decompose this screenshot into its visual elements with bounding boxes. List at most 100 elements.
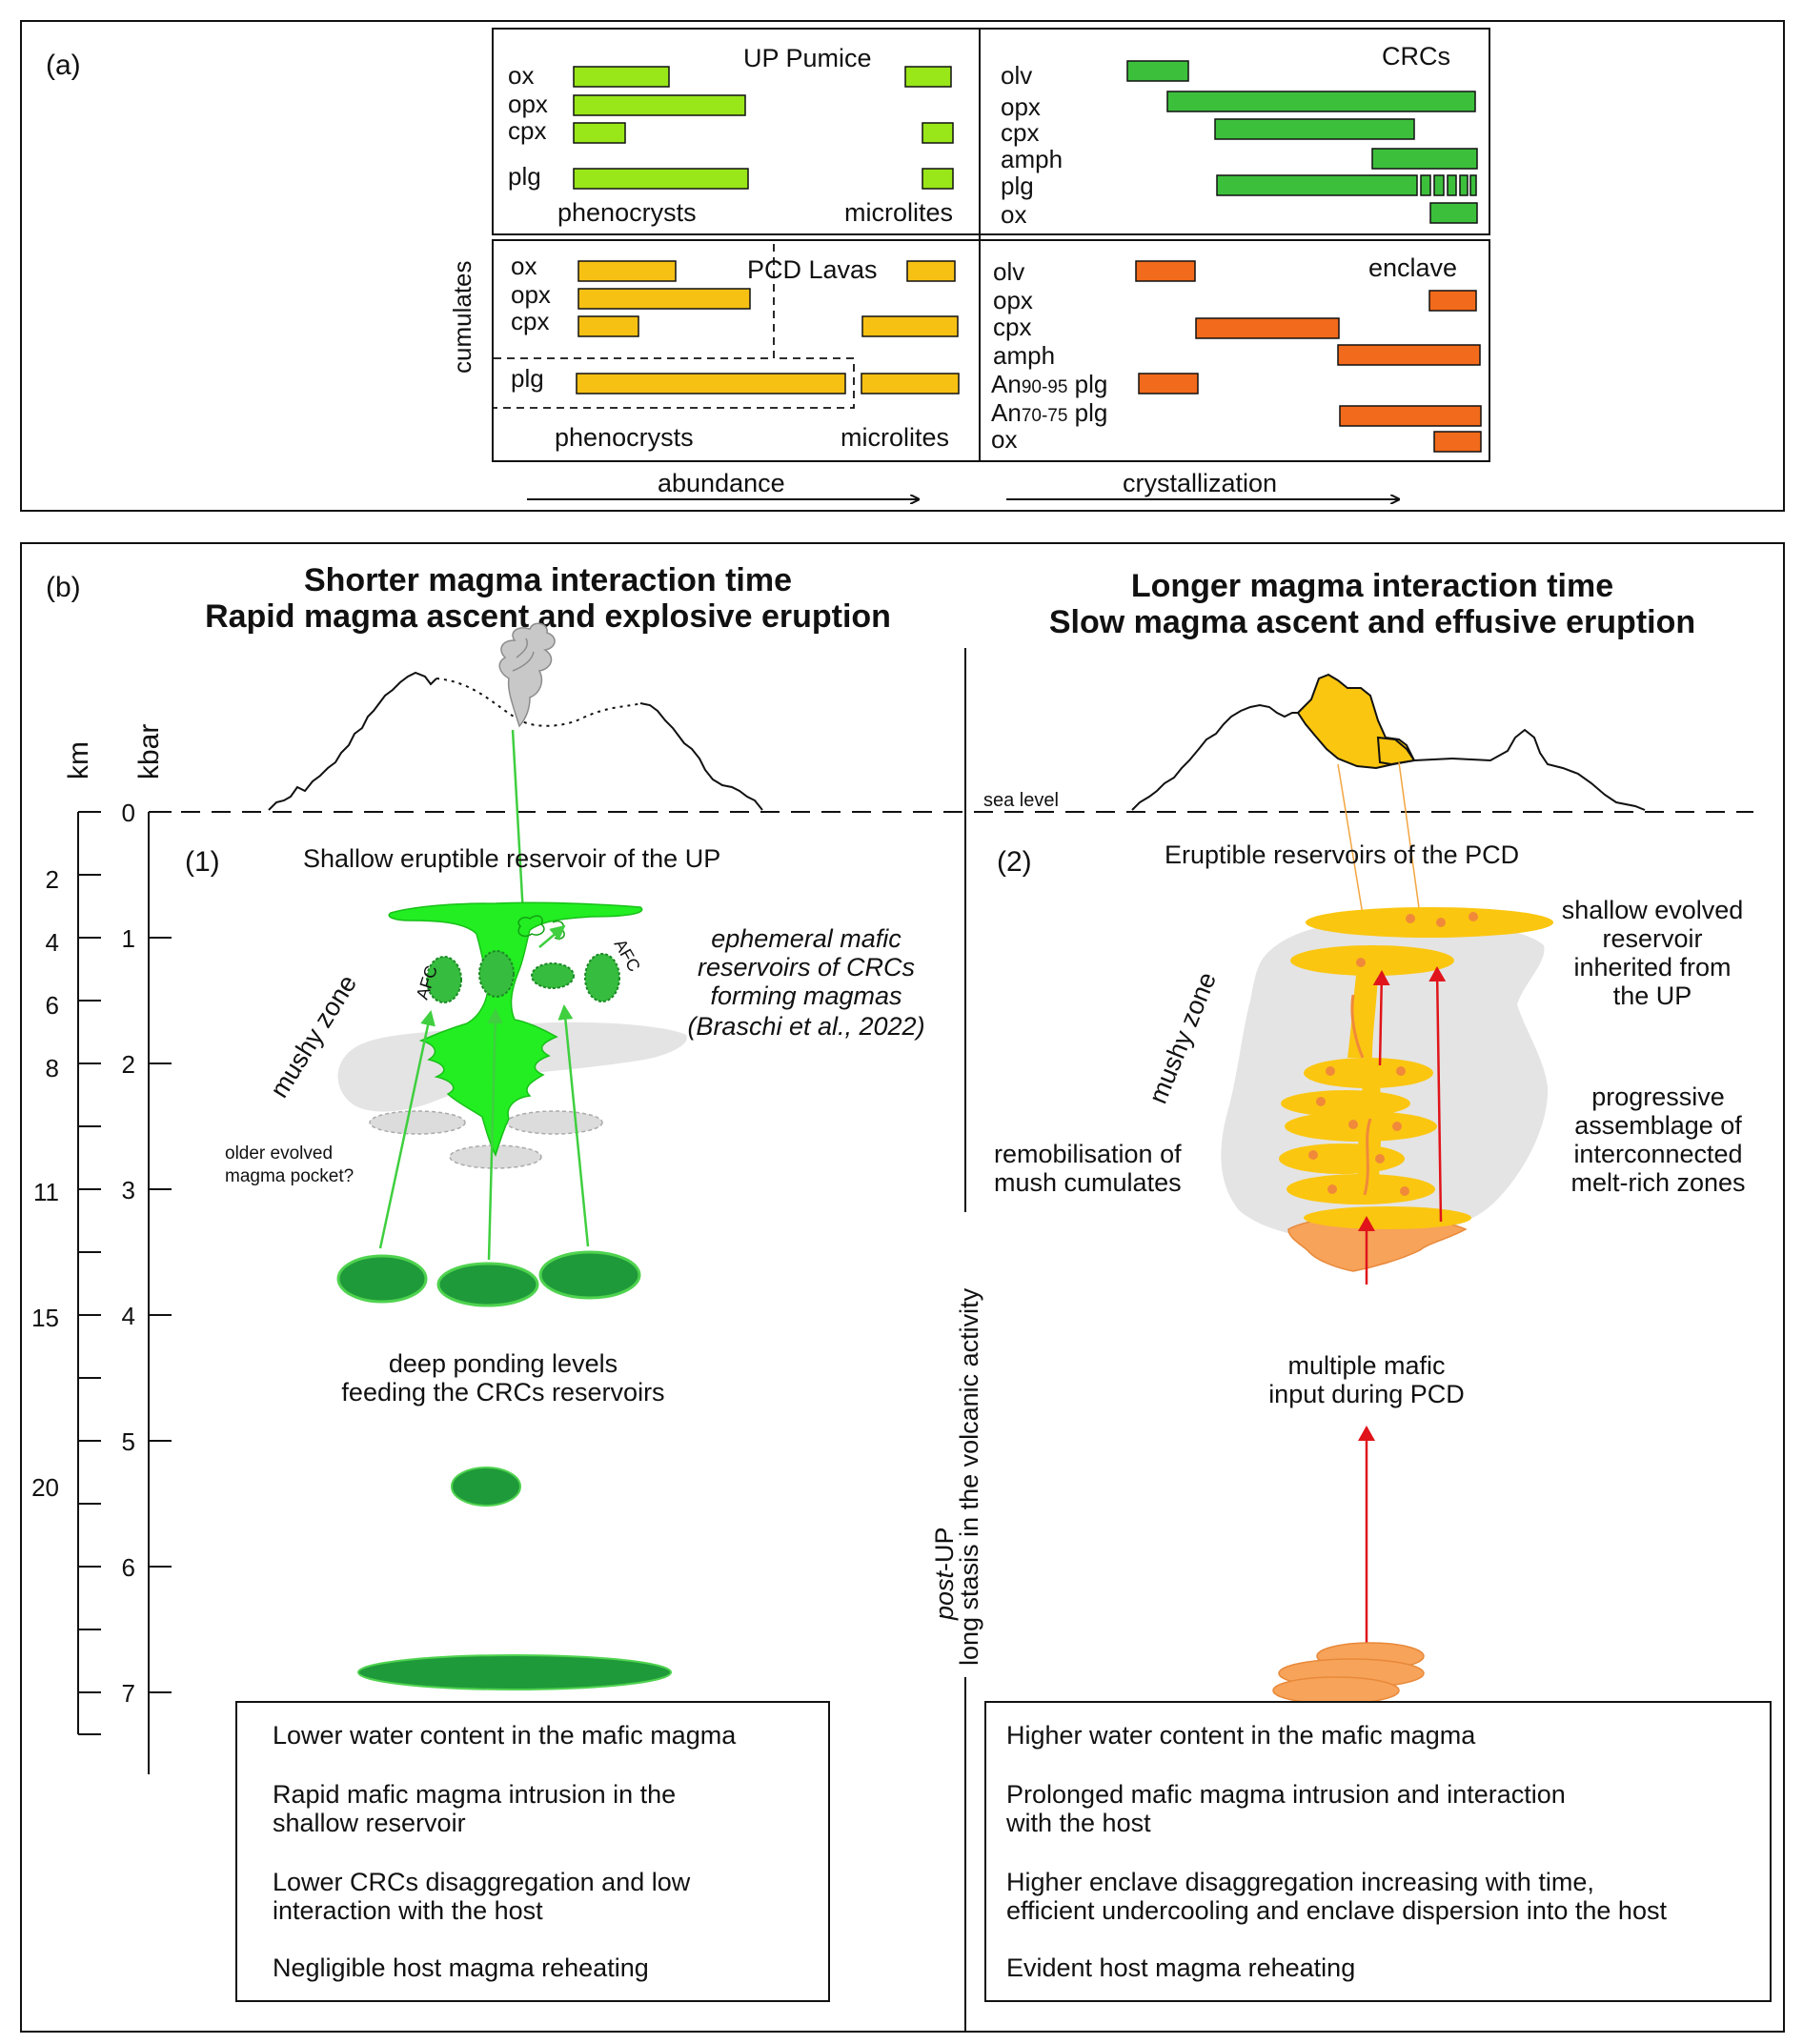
lava-dome-secondary: [1376, 736, 1416, 766]
remobilisation-label-1: remobilisation of: [994, 1140, 1182, 1168]
km-tick-15: 15: [31, 1304, 59, 1332]
enclave-box: enclave olv opx cpx amph An90-95 plg An7…: [991, 253, 1482, 454]
enclave-bar-olv: [1135, 260, 1196, 282]
up-bar-plg-micro: [922, 168, 954, 190]
crcs-bar-plg-seg4: [1459, 174, 1469, 196]
right-volcano-left-flank: [1131, 703, 1298, 811]
right-info-line-5: efficient undercooling and enclave dispe…: [1006, 1896, 1667, 1925]
pcd-bar-cpx-micro: [861, 315, 959, 337]
scenario-2-number: (2): [997, 846, 1032, 878]
right-conduit-line-1: [1337, 763, 1364, 916]
pcd-microlites-label: microlites: [841, 423, 949, 452]
pcd-phenocrysts-label: phenocrysts: [555, 423, 694, 452]
enclave-bar-cpx: [1195, 317, 1340, 339]
panel-b-label: (b): [46, 572, 81, 603]
progressive-label-1: progressive: [1591, 1083, 1725, 1111]
panel-a-frame: [20, 20, 1785, 512]
left-info-line-2: Rapid mafic magma intrusion in the: [273, 1780, 676, 1809]
right-scene: (2) Eruptible reservoirs of the PCD mush…: [984, 840, 1772, 2002]
pcd-row-ox: ox: [511, 252, 537, 280]
km-tick-4: 4: [46, 928, 59, 957]
melt-lens-3: [1304, 1058, 1433, 1088]
pcd-bar-cpx-pheno: [577, 315, 639, 337]
km-tick-20: 20: [31, 1473, 59, 1502]
crcs-row-cpx: cpx: [1001, 118, 1039, 147]
eruption-conduit-line: [511, 729, 525, 916]
kbar-tick-3: 3: [122, 1176, 135, 1204]
ephemeral-label-1: ephemeral mafic: [711, 924, 902, 953]
enclave-row-an70: An70-75 plg: [991, 398, 1107, 427]
left-volcano-right-flank: [639, 702, 763, 811]
pcd-row-opx: opx: [511, 280, 551, 309]
crcs-bar-olv: [1126, 60, 1189, 82]
melt-vertical-link: [1357, 1086, 1382, 1201]
pcd-bar-plg-pheno: [576, 373, 846, 395]
green-arrow-afc: [538, 924, 566, 948]
enclave-title: enclave: [1368, 253, 1457, 282]
km-axis-label: km: [63, 741, 94, 779]
left-title-2: Rapid magma ascent and explosive eruptio…: [205, 598, 891, 635]
deep-pond-2: [436, 1262, 539, 1307]
crcs-row-plg: plg: [1001, 172, 1034, 200]
crcs-bar-plg-seg3: [1447, 174, 1457, 196]
km-tick-11: 11: [33, 1178, 59, 1206]
green-arrow-1: [378, 1010, 436, 1249]
crcs-bar-plg: [1216, 174, 1418, 196]
up-bar-opx-pheno: [573, 94, 746, 116]
pcd-row-plg: plg: [511, 364, 544, 393]
panel-b: (b) Shorter magma interaction time Rapid…: [20, 542, 1785, 2033]
green-arrow-2: [487, 1008, 503, 1261]
sea-level-label: sea level: [983, 790, 1059, 811]
panel-a-top-frame: [492, 28, 1490, 235]
right-info-line-2: Prolonged mafic magma intrusion and inte…: [1006, 1780, 1566, 1809]
multiple-mafic-label-1: multiple mafic: [1287, 1351, 1445, 1380]
crcs-bar-amph: [1371, 148, 1478, 170]
stasis-label: long stasis in the volcanic activity: [955, 1287, 983, 1666]
panel-a: (a) cumulates UP Pumice ox opx cpx plg p…: [20, 20, 1785, 512]
crcs-row-amph: amph: [1001, 145, 1063, 173]
crcs-bar-opx: [1166, 91, 1476, 112]
ephemeral-label-4: (Braschi et al., 2022): [687, 1012, 924, 1041]
melt-lens-1: [1306, 907, 1553, 938]
crcs-row-opx: opx: [1001, 92, 1041, 121]
up-row-cpx: cpx: [508, 116, 546, 145]
left-info-line-3: shallow reservoir: [273, 1809, 466, 1837]
km-tick-6: 6: [46, 991, 59, 1020]
up-bar-cpx-micro: [922, 122, 954, 144]
km-tick-2: 2: [46, 865, 59, 894]
crcs-bar-plg-seg1: [1420, 174, 1431, 196]
right-conduit-line-2: [1398, 761, 1421, 916]
shallow-label-1: shallow evolved: [1562, 896, 1744, 924]
eruption-plume: [498, 622, 556, 728]
up-bar-cpx-pheno: [573, 122, 626, 144]
eruption-plume-detail: [512, 637, 535, 672]
left-title-1: Shorter magma interaction time: [304, 562, 792, 598]
left-info-line-1: Lower water content in the mafic magma: [273, 1721, 737, 1750]
enclave-bar-amph: [1337, 344, 1481, 366]
older-pocket-label-2: magma pocket?: [225, 1166, 354, 1186]
right-volcano-right-flank: [1413, 728, 1646, 811]
up-bar-ox-micro: [904, 66, 952, 88]
panel-b-frame: [20, 542, 1785, 2033]
km-tick-8: 8: [46, 1054, 59, 1083]
enclave-row-amph: amph: [993, 341, 1055, 370]
up-phenocrysts-label: phenocrysts: [557, 198, 697, 227]
kbar-tick-1: 1: [122, 924, 135, 953]
pcd-bar-opx-pheno: [577, 288, 751, 310]
up-row-plg: plg: [508, 162, 541, 191]
enclave-streak-2: [1363, 1118, 1372, 1196]
enclave-row-ox: ox: [991, 425, 1017, 454]
up-microlites-label: microlites: [844, 198, 953, 227]
panel-a-label: (a): [46, 50, 81, 81]
shallow-label-2: reservoir: [1602, 924, 1702, 953]
pcd-row-cpx: cpx: [511, 307, 549, 335]
left-volcano-left-flank: [268, 671, 437, 811]
crcs-bar-plg-seg5: [1469, 174, 1477, 196]
crc-inclusion-1: [517, 915, 545, 938]
melt-lens-2: [1290, 945, 1454, 976]
enclave-row-cpx: cpx: [993, 313, 1031, 341]
crcs-bar-ox: [1429, 202, 1478, 224]
progressive-label-3: interconnected: [1573, 1140, 1742, 1168]
pcd-bar-ox-pheno: [577, 260, 677, 282]
depth-scale: km kbar: [31, 724, 172, 1774]
